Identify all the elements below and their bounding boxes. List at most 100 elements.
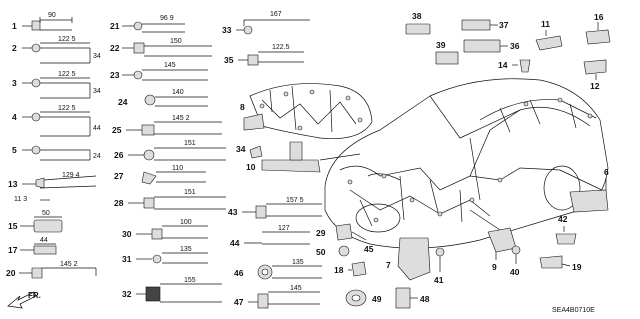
callout-35: 35 122.5 — [224, 44, 304, 66]
callout-2-dim: 122 5 — [58, 36, 76, 43]
callout-30: 30 100 — [122, 219, 208, 240]
callout-2: 2 122 5 34 — [12, 36, 101, 64]
part-42: 42 — [555, 214, 577, 245]
callout-17: 17 44 — [8, 237, 57, 255]
callout-21-label: 21 — [110, 21, 120, 31]
callout-22-dim: 150 — [170, 38, 182, 45]
label-11: 11 — [541, 19, 550, 29]
callout-22: 22 150 — [110, 38, 212, 57]
callout-4-dim: 122 5 — [58, 105, 76, 112]
label-34: 34 — [236, 144, 246, 154]
callout-46: 46 135 — [234, 259, 322, 280]
label-14: 14 — [498, 60, 508, 70]
part-6: 6 — [569, 167, 609, 213]
part-7: 7 — [386, 237, 431, 281]
callout-26-dim: 151 — [184, 140, 196, 147]
callout-28: 28 151 — [114, 189, 226, 210]
label-6: 6 — [604, 167, 609, 177]
callout-5: 5 24 — [12, 145, 101, 161]
label-7: 7 — [386, 260, 391, 270]
label-45: 45 — [364, 244, 374, 254]
callout-43-label: 43 — [228, 207, 238, 217]
callout-24-label: 24 — [118, 97, 128, 107]
callout-43: 43 157 5 — [228, 197, 322, 219]
label-40: 40 — [510, 267, 520, 277]
callout-27-dim: 110 — [172, 165, 183, 172]
callout-28-dim: 151 — [184, 189, 196, 196]
callout-22-label: 22 — [110, 43, 120, 53]
callout-24-dim: 140 — [172, 89, 184, 96]
callout-2-dim2: 34 — [93, 53, 101, 60]
callout-25-dim: 145 2 — [172, 115, 190, 122]
callout-17-label: 17 — [8, 245, 18, 255]
callout-33-dim: 167 — [270, 11, 282, 18]
callout-21: 21 96 9 — [110, 15, 185, 33]
callout-26-label: 26 — [114, 150, 124, 160]
part-36: 36 — [463, 39, 520, 53]
part-38: 38 — [405, 11, 431, 35]
part-14: 14 — [498, 59, 531, 73]
callout-17-dim: 44 — [40, 237, 48, 244]
label-50: 50 — [316, 247, 326, 257]
callout-21-dim: 96 9 — [160, 15, 174, 22]
car-body-outline — [324, 78, 609, 249]
label-12: 12 — [590, 81, 600, 91]
callout-13-label: 13 — [8, 179, 18, 189]
callout-30-dim: 100 — [180, 219, 192, 226]
callout-31-label: 31 — [122, 254, 132, 264]
callout-13-dim: 129 4 — [62, 172, 80, 179]
part-37: 37 — [461, 19, 509, 31]
label-39: 39 — [436, 40, 446, 50]
label-38: 38 — [412, 11, 422, 21]
callout-15-dim: 50 — [42, 210, 50, 217]
callout-27-label: 27 — [114, 171, 124, 181]
part-40: 40 — [510, 245, 521, 277]
callout-5-dim2: 24 — [93, 153, 101, 160]
callout-3-dim2: 34 — [93, 88, 101, 95]
callout-23: 23 145 — [110, 62, 208, 81]
callout-30-label: 30 — [122, 229, 132, 239]
callout-47: 47 145 — [234, 285, 320, 309]
label-41: 41 — [434, 275, 444, 285]
callout-3: 3 122 5 34 — [12, 71, 101, 99]
callout-44: 44 127 — [230, 225, 310, 248]
part-18: 18 — [334, 261, 367, 277]
label-16: 16 — [594, 12, 604, 22]
label-37: 37 — [499, 20, 509, 30]
callout-33-label: 33 — [222, 25, 232, 35]
dashboard-harness — [249, 83, 373, 139]
callout-1: 1 90 — [12, 12, 73, 31]
label-36: 36 — [510, 41, 520, 51]
callout-47-dim: 145 — [290, 285, 302, 292]
callout-5-label: 5 — [12, 145, 17, 155]
callout-20: 20 145 2 — [6, 261, 97, 279]
main-body-harness — [319, 97, 607, 231]
label-8: 8 — [240, 102, 245, 112]
callout-4: 4 122 5 44 — [12, 105, 101, 137]
callout-32: 32 155 — [122, 277, 222, 303]
part-19: 19 — [539, 255, 582, 272]
callout-32-label: 32 — [122, 289, 132, 299]
callout-15: 15 50 — [8, 210, 63, 233]
part-16: 16 — [585, 12, 611, 45]
label-48: 48 — [420, 294, 430, 304]
part-11: 11 — [535, 19, 563, 51]
callout-25: 25 145 2 — [112, 115, 222, 136]
callout-32-dim: 155 — [184, 277, 196, 284]
callout-23-label: 23 — [110, 70, 120, 80]
callout-31: 31 135 — [122, 246, 208, 264]
callout-26: 26 151 — [114, 140, 226, 161]
label-18: 18 — [334, 265, 344, 275]
callout-1-dim: 90 — [48, 12, 56, 19]
part-48: 48 — [395, 287, 430, 309]
callout-35-dim: 122.5 — [272, 44, 290, 51]
label-19: 19 — [572, 262, 582, 272]
callout-23-dim: 145 — [164, 62, 176, 69]
part-45: 45 — [351, 231, 374, 254]
front-direction-arrow: FR. — [7, 291, 41, 309]
callout-2-label: 2 — [12, 43, 17, 53]
callout-43-dim: 157 5 — [286, 197, 304, 204]
callout-27: 27 110 — [114, 165, 206, 185]
part-29: 29 — [316, 223, 353, 241]
